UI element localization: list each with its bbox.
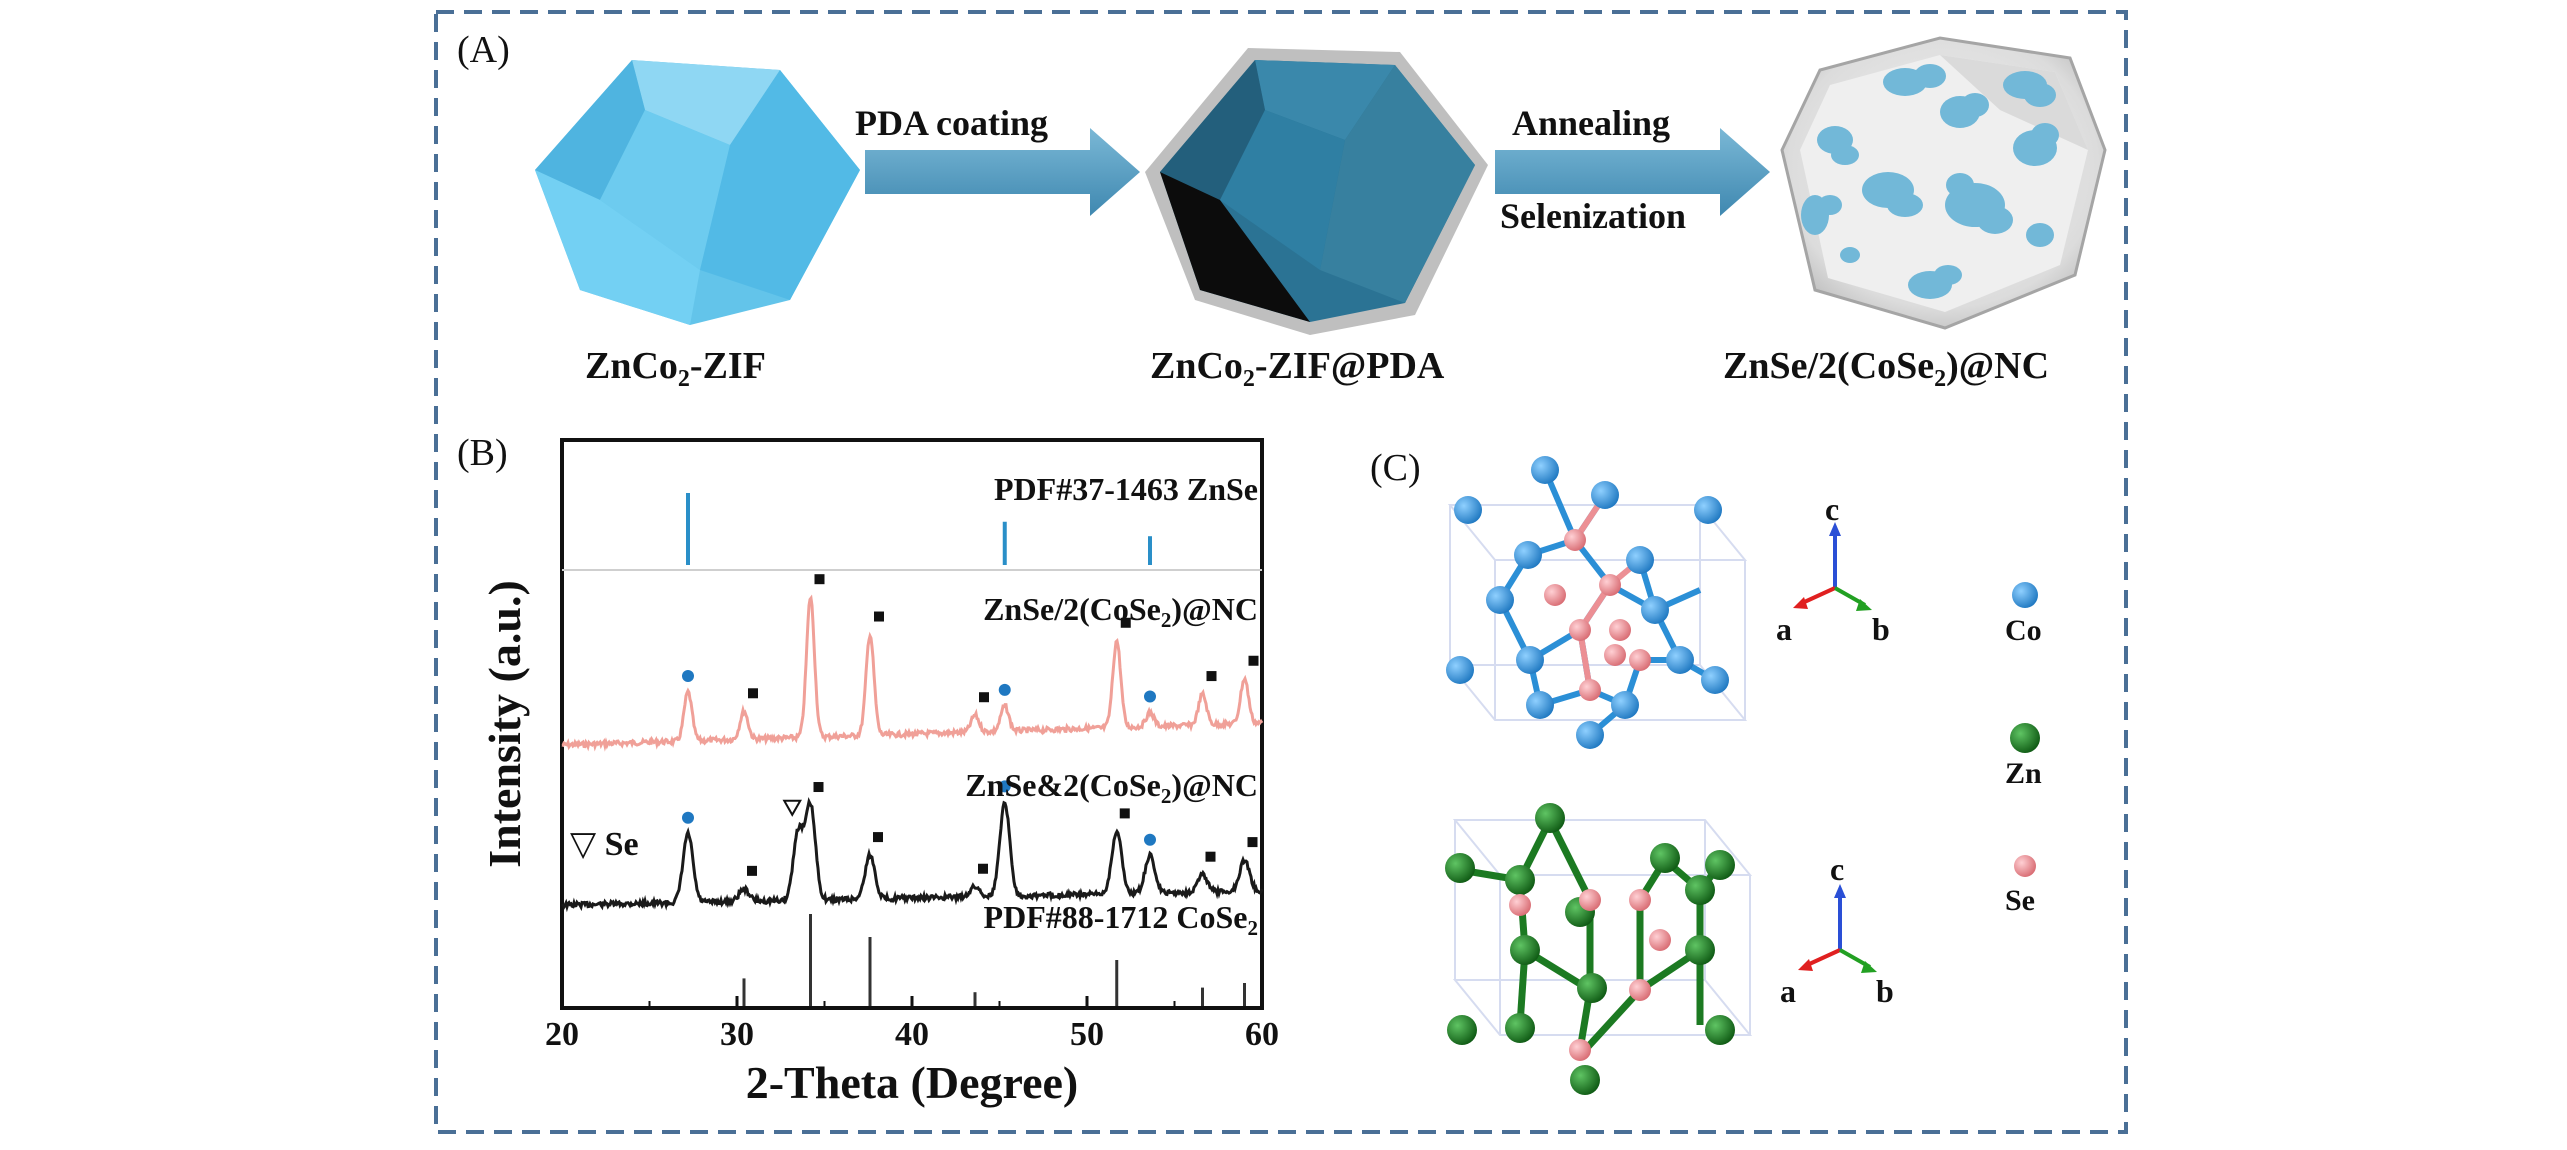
peak-markers xyxy=(682,574,1259,876)
legend-co-swatch xyxy=(2012,582,2038,608)
trace1-blue-circle-1 xyxy=(998,683,1011,696)
arrow-pda-coating xyxy=(865,128,1140,216)
trace1-label: ZnSe/2(CoSe2)@NC xyxy=(983,591,1258,632)
axis-a-top: a xyxy=(1776,611,1792,647)
legend-se-label: Se xyxy=(2005,884,2035,917)
panel-b-label: (B) xyxy=(457,432,508,474)
axis-c-bottom: c xyxy=(1830,851,1844,887)
panel-c: (C) xyxy=(1370,447,2042,1095)
panel-a: (A) PDA coating Annealing Selenization xyxy=(457,29,2107,392)
trace1-line xyxy=(561,594,1264,752)
trace2-blue-circle-0 xyxy=(682,811,694,824)
legend-zn-label: Zn xyxy=(2005,757,2042,790)
caption-zif-pda: ZnCo2-ZIF@PDA xyxy=(1150,345,1445,392)
caption-zif: ZnCo2-ZIF xyxy=(585,345,766,392)
trace2-blue-circle-2 xyxy=(1144,833,1156,846)
trace2-label: ZnSe&2(CoSe2)@NC xyxy=(965,767,1258,808)
zif-pda-dodecahedron xyxy=(1145,48,1488,335)
trace-znse-and-cose2-nc xyxy=(561,797,1264,913)
znse-crystal xyxy=(1445,803,1753,1095)
step1-label: PDA coating xyxy=(855,103,1048,143)
x-axis-label: 2-Theta (Degree) xyxy=(746,1057,1079,1108)
caption-znse-cose2: ZnSe/2(CoSe2)@NC xyxy=(1723,345,2049,392)
trace2-black-square-6 xyxy=(1247,837,1258,848)
step2-label-line1: Annealing xyxy=(1512,103,1670,143)
se-legend: ▽ Se xyxy=(570,826,639,863)
hollow-shell xyxy=(1780,36,2107,330)
trace2-black-square-3 xyxy=(978,863,988,874)
trace2-blue-circle-1 xyxy=(998,780,1011,793)
trace2-se-triangle-0 xyxy=(782,799,802,817)
legend-co-label: Co xyxy=(2005,614,2042,647)
step2-label-line2: Selenization xyxy=(1500,196,1686,236)
x-axis-ticks: 20 30 40 50 60 xyxy=(545,996,1279,1053)
axis-triad-top: c a b xyxy=(1776,491,1890,647)
x-tick-label-0: 20 xyxy=(545,1016,579,1053)
legend-se-swatch xyxy=(2014,855,2036,877)
trace1-black-square-2 xyxy=(874,611,884,622)
y-axis-label: Intensity (a.u.) xyxy=(479,580,530,868)
atom-legend: Co Zn Se xyxy=(2005,582,2042,917)
trace1-black-square-0 xyxy=(748,688,758,699)
znse-reference-lines xyxy=(686,493,1152,565)
axis-triad-bottom: c a b xyxy=(1780,851,1894,1009)
trace2-black-square-2 xyxy=(873,832,883,843)
trace1-black-square-4 xyxy=(1120,617,1131,628)
arrow-annealing xyxy=(1495,128,1770,216)
ref-bottom-label: PDF#88-1712 CoSe2 xyxy=(984,899,1258,940)
trace2-black-square-1 xyxy=(813,782,824,793)
zif-dodecahedron xyxy=(535,60,860,325)
trace2-line xyxy=(561,797,1264,913)
x-tick-label-1: 30 xyxy=(720,1016,754,1053)
axis-a-bottom: a xyxy=(1780,973,1796,1009)
axis-b-top: b xyxy=(1872,611,1890,647)
trace1-blue-circle-2 xyxy=(1144,690,1156,703)
panel-b: (B) PDF#37-1463 ZnSe ZnSe/2(CoSe2)@NC Zn… xyxy=(457,432,1279,1108)
x-tick-label-2: 40 xyxy=(895,1016,929,1053)
legend-zn-swatch xyxy=(2010,723,2040,753)
trace1-black-square-3 xyxy=(979,692,989,703)
cose2-crystal xyxy=(1446,456,1748,749)
panel-a-label: (A) xyxy=(457,29,510,71)
trace2-black-square-0 xyxy=(747,865,757,876)
trace-znse-cose2-nc xyxy=(561,594,1264,752)
trace1-blue-circle-0 xyxy=(682,670,694,683)
trace1-black-square-1 xyxy=(814,574,825,585)
trace2-black-square-5 xyxy=(1205,851,1216,862)
trace1-black-square-5 xyxy=(1206,671,1217,682)
x-tick-label-3: 50 xyxy=(1070,1016,1104,1053)
cose2-reference-lines xyxy=(742,914,1246,1006)
axis-c-top: c xyxy=(1825,491,1839,527)
panel-c-label: (C) xyxy=(1370,447,1421,489)
ref-top-label: PDF#37-1463 ZnSe xyxy=(994,471,1258,507)
trace2-black-square-4 xyxy=(1119,808,1130,819)
xrd-plot-frame xyxy=(560,438,1264,1010)
trace1-black-square-6 xyxy=(1248,655,1259,666)
axis-b-bottom: b xyxy=(1876,973,1894,1009)
dashed-frame xyxy=(434,10,2128,1134)
x-tick-label-4: 60 xyxy=(1245,1016,1279,1053)
